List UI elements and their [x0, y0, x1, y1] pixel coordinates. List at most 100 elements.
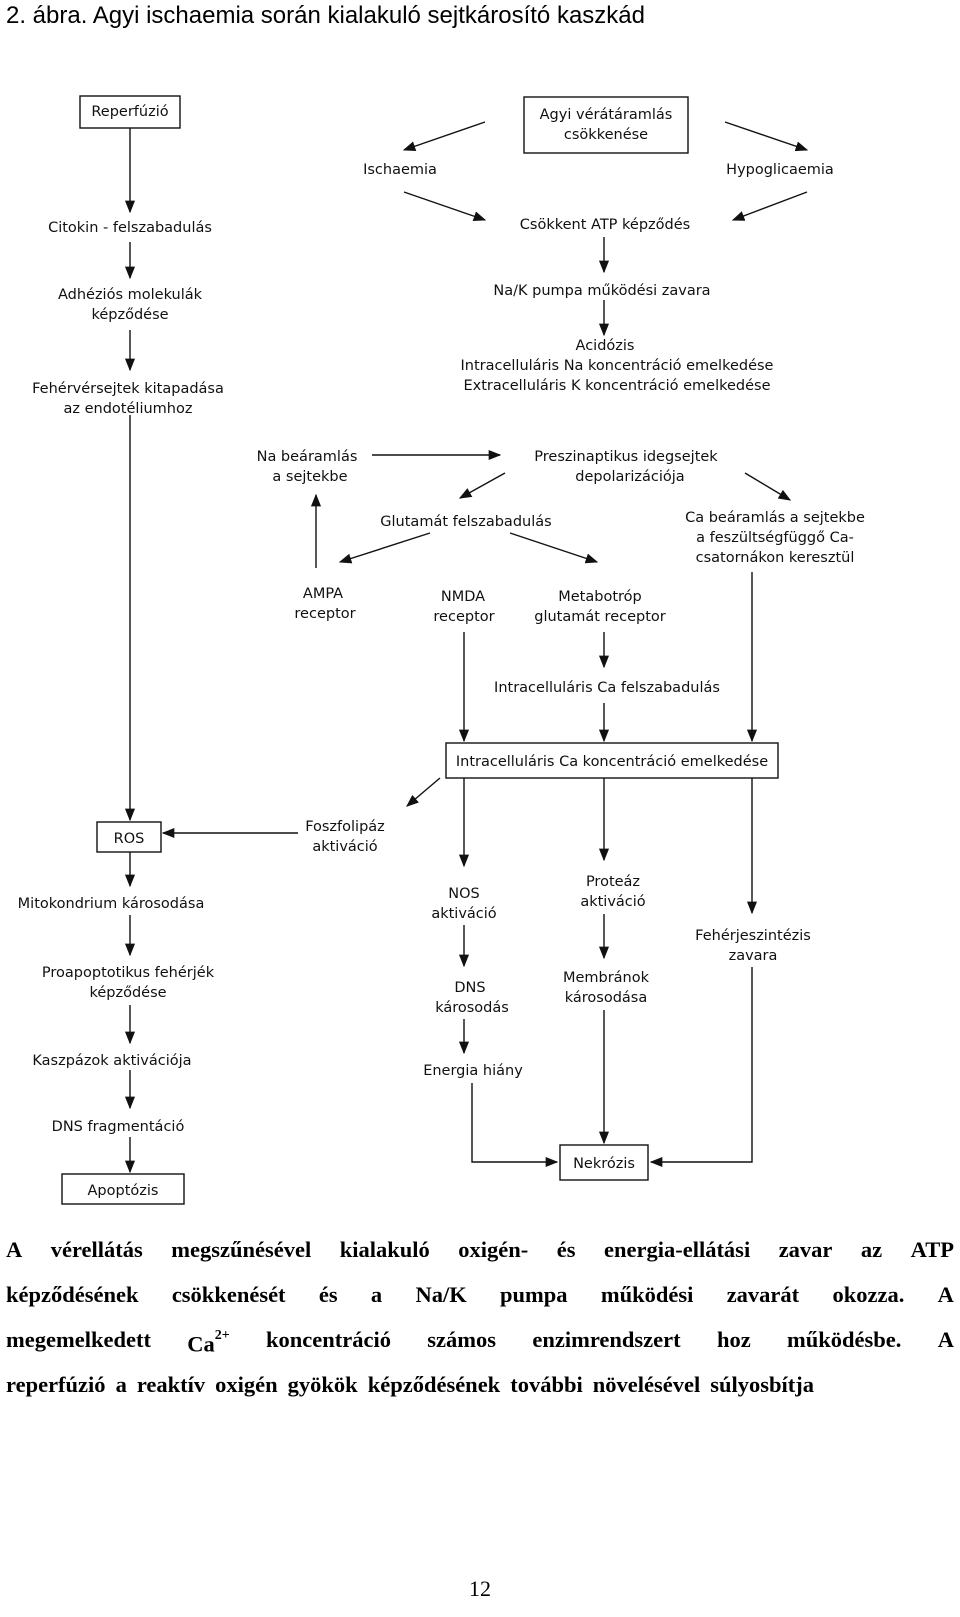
label-nos-2: aktiváció — [431, 906, 496, 922]
label-feherjeszintezis-1: Fehérjeszintézis — [695, 928, 811, 944]
ca-charge: 2+ — [214, 1328, 230, 1343]
paragraph-word: vérellátás — [50, 1237, 143, 1262]
paragraph-word: az — [860, 1237, 883, 1262]
paragraph-word: csökkenését — [171, 1282, 286, 1307]
label-ca-bearamlas-2: a feszültségfüggő Ca- — [696, 530, 854, 546]
paragraph-word: működési — [600, 1282, 694, 1307]
label-preszinaptikus-1: Preszinaptikus idegsejtek — [534, 449, 718, 465]
label-ca-bearamlas-3: csatornákon keresztül — [696, 550, 855, 566]
arrow-glutamat-ampa — [338, 532, 431, 564]
agyi-box — [523, 96, 689, 154]
label-nmda-1: NMDA — [441, 589, 485, 605]
label-membranok-1: Membránok — [563, 970, 650, 986]
paragraph-word: Na/K — [415, 1282, 467, 1307]
label-proteaz-2: aktiváció — [580, 894, 645, 910]
paragraph-word: súlyosbítja — [710, 1372, 814, 1397]
arrow-agyi-ischaemia — [402, 121, 486, 152]
paragraph-word: enzimrendszert — [532, 1327, 681, 1352]
paragraph-word: reaktív — [136, 1372, 206, 1397]
paragraph-word: pumpa — [500, 1282, 568, 1307]
label-intra-na: Intracelluláris Na koncentráció emelkedé… — [461, 358, 774, 374]
paragraph-word: gyökök — [287, 1372, 358, 1397]
label-adhezios-1: Adhéziós molekulák — [58, 287, 203, 303]
ros-box — [96, 821, 162, 853]
paragraph-word: megszűnésével — [171, 1237, 312, 1262]
paragraph-word: a — [370, 1282, 383, 1307]
label-extra-k: Extracelluláris K koncentráció emelkedés… — [463, 378, 770, 394]
paragraph-word: kialakuló — [339, 1237, 430, 1262]
paragraph-word: számos — [427, 1327, 497, 1352]
paragraph-word: oxigén- — [458, 1237, 529, 1262]
nekrozis-box — [559, 1144, 649, 1181]
paragraph-word: oxigén — [215, 1372, 278, 1397]
label-nmda-2: receptor — [433, 609, 494, 625]
paragraph-line-3: megemelkedett Ca2+ koncentráció számos e… — [6, 1317, 954, 1362]
label-preszinaptikus-2: depolarizációja — [575, 469, 684, 485]
figure-caption: 2. ábra. Agyi ischaemia során kialakuló … — [6, 2, 645, 29]
label-proapoptotikus-2: képződése — [89, 985, 166, 1001]
label-proteaz-1: Proteáz — [586, 874, 640, 890]
label-nak: Na/K pumpa működési zavara — [493, 283, 710, 299]
arrow-preszinaptikus-ca — [744, 472, 792, 501]
label-ischaemia: Ischaemia — [363, 162, 437, 178]
paragraph-word: és — [318, 1282, 338, 1307]
apoptozis-box — [61, 1173, 185, 1205]
paragraph-word: további — [510, 1372, 583, 1397]
paragraph-word: zavarát — [726, 1282, 800, 1307]
label-nos-1: NOS — [448, 886, 479, 902]
page-number: 12 — [469, 1576, 491, 1601]
label-atp: Csökkent ATP képződés — [520, 217, 690, 233]
label-adhezios-2: képződése — [91, 307, 168, 323]
paragraph-word: energia-ellátási — [603, 1237, 751, 1262]
paragraph-word: képződésének — [6, 1282, 139, 1307]
paragraph-word: és — [556, 1237, 576, 1262]
label-ampa-1: AMPA — [303, 586, 343, 602]
label-citokin: Citokin - felszabadulás — [48, 220, 212, 236]
label-intra-ca-felsz: Intracelluláris Ca felszabadulás — [494, 680, 720, 696]
label-ca-bearamlas-1: Ca beáramlás a sejtekbe — [685, 510, 865, 526]
arrow-glutamat-metabotrop — [509, 532, 599, 564]
label-glutamat: Glutamát felszabadulás — [380, 514, 551, 530]
paragraph-word: okozza. — [832, 1282, 905, 1307]
paragraph-word: reperfúzió — [6, 1372, 106, 1397]
label-dns-karosodas-2: károsodás — [435, 1000, 509, 1016]
arrow-hypoglicaemia-atp — [731, 191, 808, 221]
label-proapoptotikus-1: Proapoptotikus fehérjék — [42, 965, 215, 981]
arrow-konc-foszfolipaz — [406, 777, 441, 807]
label-agyi-1: Agyi vérátáramlás — [540, 107, 673, 123]
ca-ion: Ca2+ — [187, 1317, 229, 1362]
label-kaszpazok: Kaszpázok aktivációja — [32, 1053, 191, 1069]
ischemia-cascade-diagram: Reperfúzió Citokin - felszabadulás Adhéz… — [18, 95, 865, 1205]
paragraph-word: növelésével — [592, 1372, 701, 1397]
paragraph-word: képződésének — [367, 1372, 501, 1397]
label-apoptozis: Apoptózis — [88, 1183, 159, 1199]
label-foszfolipaz-1: Foszfolipáz — [305, 819, 385, 835]
arrow-agyi-hypoglicaemia — [724, 121, 809, 152]
label-dns-fragmentacio: DNS fragmentáció — [52, 1119, 185, 1135]
label-energia: Energia hiány — [423, 1063, 523, 1079]
label-na-bearamlas-2: a sejtekbe — [272, 469, 347, 485]
paragraph-word: zavar — [778, 1237, 833, 1262]
label-metabotrop-1: Metabotróp — [558, 589, 641, 605]
arrow-ischaemia-atp — [403, 191, 487, 222]
label-feherversejtek-2: az endotéliumhoz — [64, 401, 193, 417]
ca-text: Ca — [187, 1331, 215, 1357]
label-feherjeszintezis-2: zavara — [729, 948, 778, 964]
label-agyi-2: csökkenése — [564, 127, 648, 143]
label-dns-karosodas-1: DNS — [454, 980, 485, 996]
arrow-energia-nekrozis — [471, 1083, 559, 1168]
label-foszfolipaz-2: aktiváció — [312, 839, 377, 855]
paragraph-word: megemelkedett — [6, 1327, 151, 1352]
paragraph-word: működésbe. — [786, 1327, 902, 1352]
label-nekrozis: Nekrózis — [573, 1156, 635, 1172]
arrow-feherjeszintezis-nekrozis — [649, 967, 753, 1168]
arrow-preszinaptikus-glutamat — [458, 472, 506, 499]
label-intra-ca-konc: Intracelluláris Ca koncentráció emelkedé… — [456, 754, 768, 770]
label-ampa-2: receptor — [294, 606, 355, 622]
paragraph-word: ATP — [910, 1237, 954, 1262]
label-ros: ROS — [114, 831, 145, 847]
label-reperfuzio: Reperfúzió — [91, 104, 168, 120]
paragraph-word: hoz — [716, 1327, 751, 1352]
